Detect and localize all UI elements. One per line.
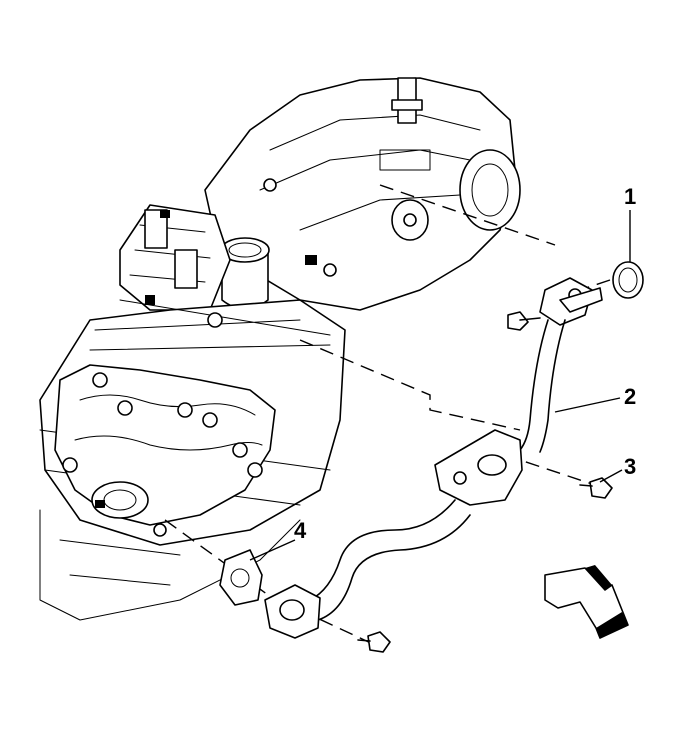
bolt-lower xyxy=(357,631,391,653)
callout-3: 3 xyxy=(624,454,636,479)
callout-2: 2 xyxy=(624,384,636,409)
callout-1: 1 xyxy=(624,184,636,209)
bolt-middle xyxy=(579,477,613,499)
alignment-lines xyxy=(164,184,611,646)
callout-leaders xyxy=(249,210,631,561)
exhaust-gasket xyxy=(219,549,263,606)
engine-assembly xyxy=(39,77,521,621)
callout-4: 4 xyxy=(294,518,307,543)
bolt-upper xyxy=(507,311,541,331)
exhaust-crossover-pipe xyxy=(264,277,603,639)
view-direction-arrow-icon xyxy=(544,565,629,639)
seal-ring xyxy=(612,261,644,299)
